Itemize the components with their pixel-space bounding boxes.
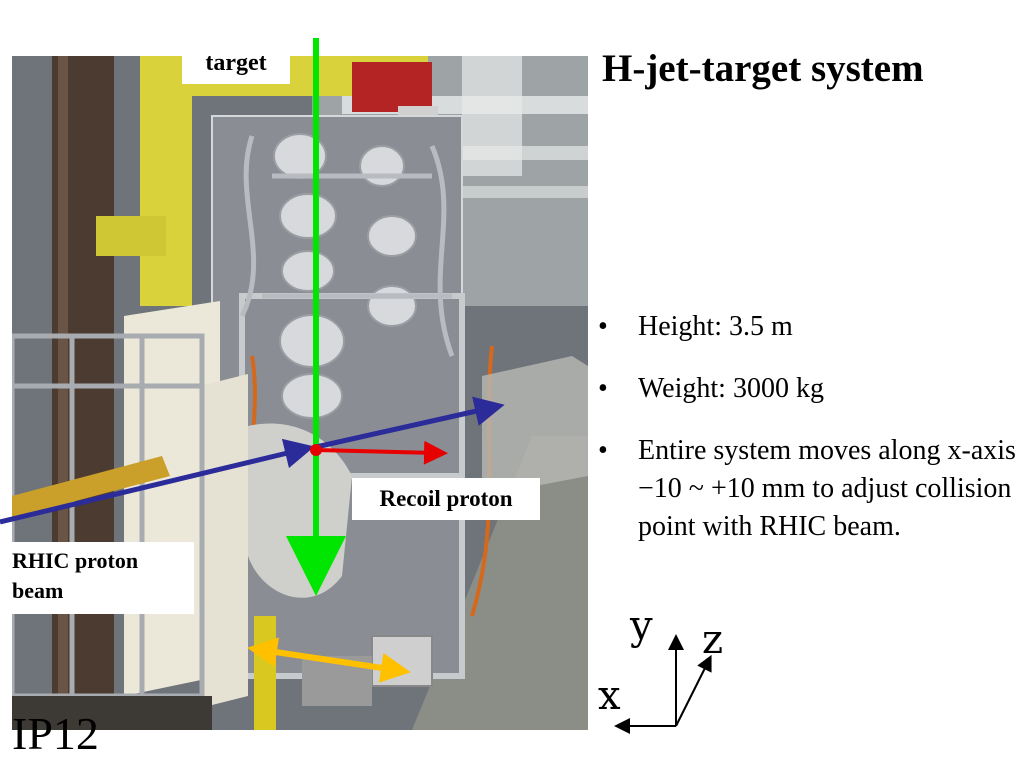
rhic-beam-label: RHIC proton beam xyxy=(0,542,194,614)
bullet-item-height: • Height: 3.5 m xyxy=(598,308,1018,346)
slide-title: H-jet-target system xyxy=(602,47,924,90)
apparatus-photo xyxy=(12,56,588,730)
bullet-text: Weight: 3000 kg xyxy=(638,373,824,404)
apparatus-illustration xyxy=(12,56,588,730)
axis-z-arrow xyxy=(675,654,712,727)
bullet-marker: • xyxy=(598,373,608,404)
bullet-marker: • xyxy=(598,311,608,342)
bullet-text: Height: 3.5 m xyxy=(638,311,793,342)
axis-x-label: x xyxy=(598,673,621,719)
bullet-text: Entire system moves along x-axis −10 ~ +… xyxy=(638,435,1016,542)
recoil-proton-label: Recoil proton xyxy=(352,478,540,520)
target-label: target xyxy=(182,44,290,84)
axis-y-label: y xyxy=(630,603,653,649)
bullet-marker: • xyxy=(598,435,608,466)
bullet-list: • Height: 3.5 m • Weight: 3000 kg • Enti… xyxy=(598,308,1018,570)
axis-z-label: z xyxy=(702,617,724,663)
bullet-item-weight: • Weight: 3000 kg xyxy=(598,370,1018,408)
bullet-item-motion: • Entire system moves along x-axis −10 ~… xyxy=(598,432,1018,546)
location-label: IP12 xyxy=(12,708,99,759)
